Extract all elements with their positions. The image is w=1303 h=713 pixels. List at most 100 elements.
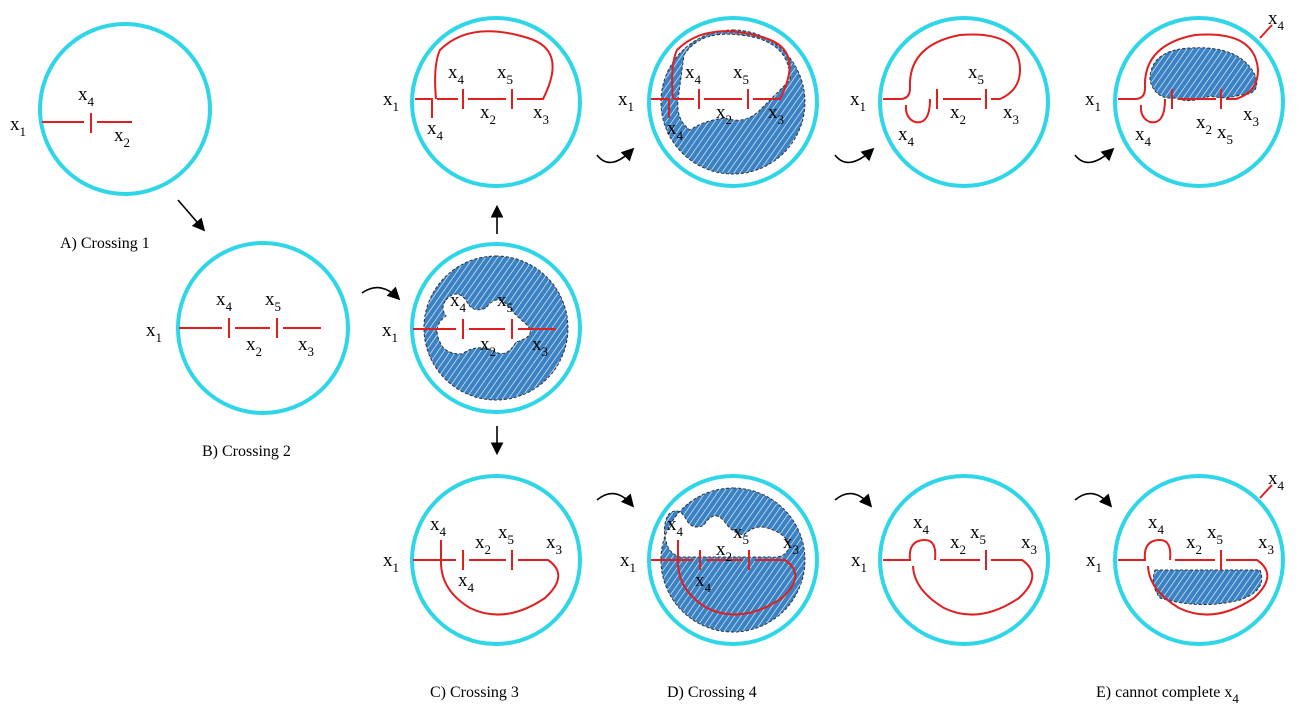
shaded-region — [660, 29, 806, 175]
label-x5: x5 — [733, 522, 749, 547]
caption-a: A) Crossing 1 — [60, 235, 150, 252]
strand — [1118, 538, 1269, 616]
label-x3: x3 — [533, 102, 549, 127]
label-x4: x4 — [685, 62, 702, 87]
arrow-bottom-3 — [1074, 492, 1113, 508]
label-x1: x1 — [1086, 550, 1102, 575]
label-x4-top: x4 — [1268, 468, 1285, 493]
strand — [413, 319, 556, 339]
disk — [647, 16, 819, 188]
label-x1: x1 — [10, 114, 26, 139]
label-x3: x3 — [1003, 102, 1019, 127]
label-x3: x3 — [532, 334, 548, 359]
panel-top-3: x1 x5 x4 x2 x3 — [850, 16, 1050, 188]
panel-bottom-1: x1 x4 x2 x5 x3 x4 C) Crossing 3 — [383, 474, 582, 701]
label-x2: x2 — [475, 532, 491, 557]
label-x2: x2 — [1186, 532, 1202, 557]
label-x3: x3 — [546, 532, 562, 557]
label-x4b: x4 — [667, 118, 684, 143]
label-x4b: x4 — [427, 118, 444, 143]
strand — [179, 318, 321, 338]
label-x1: x1 — [382, 320, 398, 345]
disk — [38, 22, 212, 196]
disk — [410, 16, 582, 188]
panel-a: x1 x4 x2 A) Crossing 1 — [10, 22, 212, 252]
disk — [410, 242, 582, 414]
panel-b: x1 x4 x5 x2 x3 B) Crossing 2 — [146, 241, 350, 460]
label-x5: x5 — [1207, 522, 1223, 547]
strand — [883, 33, 1022, 124]
label-x5: x5 — [497, 62, 513, 87]
label-x3: x3 — [768, 102, 784, 127]
disk — [176, 241, 350, 415]
caption-e: E) cannot complete x4 — [1096, 684, 1239, 706]
arrow-bottom-2 — [834, 492, 873, 508]
label-x1: x1 — [620, 550, 636, 575]
strand — [883, 538, 1034, 616]
label-x1: x1 — [146, 320, 162, 345]
shaded-region — [1152, 569, 1263, 605]
label-x2: x2 — [716, 102, 732, 127]
label-x3: x3 — [1258, 532, 1274, 557]
strand — [1118, 33, 1260, 124]
label-x4: x4 — [450, 290, 467, 315]
strand — [413, 540, 560, 616]
strand — [651, 30, 791, 118]
panel-bottom-3: x1 x4 x2 x5 x3 — [851, 474, 1050, 646]
label-x4: x4 — [78, 84, 95, 109]
label-x3: x3 — [298, 334, 314, 359]
label-x4: x4 — [216, 289, 233, 314]
panel-top-1: x1 x4 x5 x4 x2 x3 — [383, 16, 582, 188]
strand — [415, 30, 554, 118]
strand — [42, 113, 132, 133]
disk — [647, 474, 819, 646]
label-x4: x4 — [430, 514, 447, 539]
disk — [410, 474, 582, 646]
arrow-bottom-1 — [596, 492, 635, 508]
label-x4: x4 — [913, 512, 930, 537]
strand-x4-end — [1259, 484, 1273, 499]
label-x2: x2 — [950, 532, 966, 557]
label-x4b: x4 — [458, 570, 475, 595]
disk — [878, 16, 1050, 188]
label-x2: x2 — [480, 334, 496, 359]
arrows — [177, 147, 1115, 508]
disk — [1113, 16, 1285, 188]
caption-c: C) Crossing 3 — [430, 684, 519, 701]
panel-center: x1 x4 x5 x2 x3 — [382, 242, 582, 414]
arrow-top-3 — [1074, 147, 1115, 164]
label-x5: x5 — [968, 62, 984, 87]
shaded-region — [1149, 47, 1258, 102]
label-x1: x1 — [383, 89, 399, 114]
panel-bottom-4: x1 x4 x4 x2 x5 x3 E) cannot complete x4 — [1086, 468, 1285, 706]
strand — [651, 540, 797, 616]
arrow-b-to-center — [361, 286, 401, 301]
label-x2: x2 — [480, 102, 496, 127]
strand-x4-end — [1259, 24, 1273, 39]
label-x2: x2 — [114, 125, 130, 150]
arrow-top-1 — [596, 147, 635, 164]
caption-b: B) Crossing 2 — [202, 443, 291, 460]
label-x4: x4 — [667, 514, 684, 539]
panel-bottom-2: x1 x4 x2 x5 x3 x4 D) Crossing 4 — [620, 474, 819, 701]
label-x2: x2 — [950, 102, 966, 127]
label-x3: x3 — [1243, 104, 1259, 129]
label-x1: x1 — [618, 89, 634, 114]
label-x3: x3 — [1021, 532, 1037, 557]
label-x4b: x4 — [695, 570, 712, 595]
panel-top-4: x1 x4 x4 x2 x5 x3 — [1085, 8, 1285, 188]
disk — [1113, 474, 1285, 646]
label-x4: x4 — [448, 62, 465, 87]
label-x5: x5 — [265, 289, 281, 314]
label-x3: x3 — [783, 532, 799, 557]
arrow-a-to-b — [177, 199, 206, 232]
label-x1: x1 — [850, 89, 866, 114]
panel-top-2: x1 x4 x5 x4 x2 x3 — [618, 16, 819, 188]
shaded-region — [423, 255, 569, 401]
arrow-top-2 — [834, 147, 875, 164]
label-x5: x5 — [498, 522, 514, 547]
label-x1: x1 — [383, 550, 399, 575]
label-x4: x4 — [898, 124, 915, 149]
label-x2: x2 — [1196, 112, 1212, 137]
